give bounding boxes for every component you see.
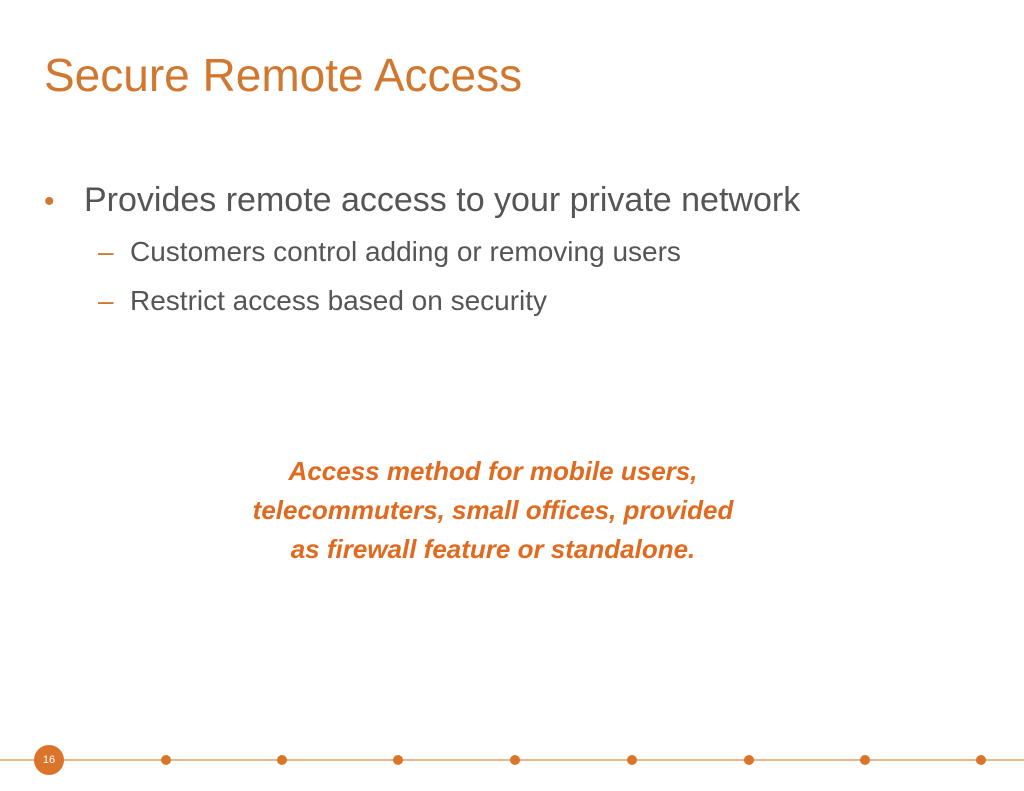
footer-dot bbox=[860, 755, 870, 765]
bullet-list: • Provides remote access to your private… bbox=[44, 180, 984, 334]
sub-bullet-marker: – bbox=[98, 235, 114, 267]
bullet-text: Provides remote access to your private n… bbox=[84, 181, 801, 219]
footer-dot bbox=[627, 755, 637, 765]
slide-title: Secure Remote Access bbox=[44, 49, 523, 101]
footer-dot bbox=[510, 755, 520, 765]
footer-dot bbox=[277, 755, 287, 765]
sub-bullet-text: Restrict access based on security bbox=[130, 285, 548, 317]
sub-bullet-text: Customers control adding or removing use… bbox=[130, 235, 681, 267]
callout-text: Access method for mobile users, telecomm… bbox=[200, 452, 786, 569]
bullet-marker: • bbox=[44, 185, 55, 218]
callout-line: as firewall feature or standalone. bbox=[290, 534, 696, 564]
footer-dot bbox=[976, 755, 986, 765]
sub-bullet-item: – Restrict access based on security bbox=[98, 284, 984, 318]
sub-bullet-list: – Customers control adding or removing u… bbox=[98, 235, 984, 318]
page-number-badge: 16 bbox=[34, 745, 64, 775]
sub-bullet-marker: – bbox=[98, 285, 114, 317]
footer-dot bbox=[161, 755, 171, 765]
bullet-item: • Provides remote access to your private… bbox=[44, 180, 984, 221]
footer-dot bbox=[393, 755, 403, 765]
callout-line: telecommuters, small offices, provided bbox=[252, 495, 734, 525]
sub-bullet-item: – Customers control adding or removing u… bbox=[98, 235, 984, 269]
footer-dot bbox=[744, 755, 754, 765]
callout-line: Access method for mobile users, bbox=[288, 456, 698, 486]
